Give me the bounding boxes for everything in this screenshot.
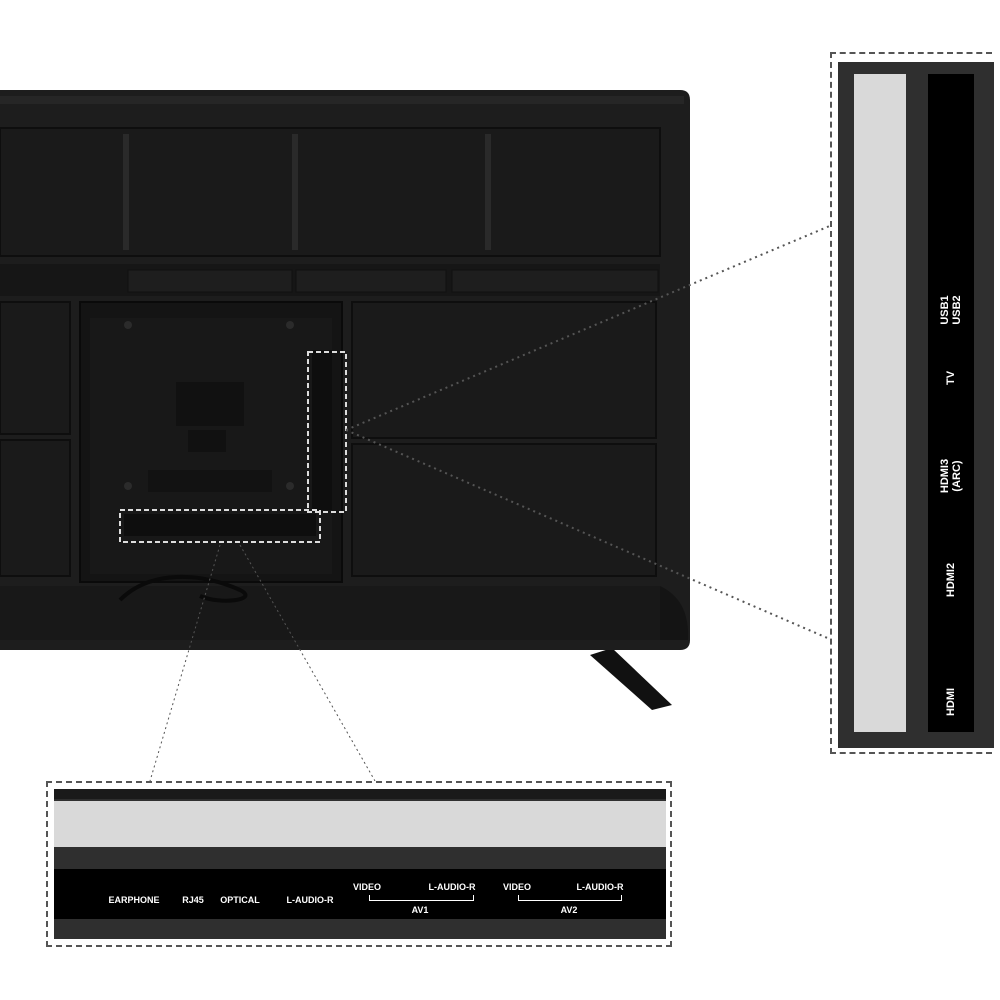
group-label-av2: AV2: [560, 905, 578, 915]
port-label-av1-audio: L-AUDIO-R: [428, 882, 476, 892]
port-label-hdmi2: HDMI2: [945, 562, 957, 598]
callout-box-bottom: [119, 509, 321, 543]
zoom-gray-band: [854, 74, 906, 732]
port-label-av1-video: VIDEO: [352, 882, 382, 892]
av2-bracket: [518, 895, 622, 901]
tv-stand: [590, 648, 672, 710]
side-port-strip: [928, 74, 974, 732]
port-label-av2-video: VIDEO: [502, 882, 532, 892]
port-label-hdmi: HDMI: [945, 687, 957, 717]
zoom-gray-band: [54, 801, 666, 847]
zoom-top-edge: [54, 789, 666, 799]
port-label-tv: TV: [945, 370, 957, 386]
callout-box-side: [307, 351, 347, 513]
bottom-ports-zoom-panel: EARPHONE RJ45 OPTICAL L-AUDIO-R VIDEO L-…: [46, 781, 672, 947]
port-label-audio: L-AUDIO-R: [286, 895, 334, 905]
av1-bracket: [369, 895, 474, 901]
port-label-earphone: EARPHONE: [108, 895, 160, 905]
port-label-rj45: RJ45: [182, 895, 204, 905]
power-cord: [118, 574, 248, 603]
port-label-optical: OPTICAL: [220, 895, 260, 905]
upper-panel: [0, 127, 661, 257]
port-label-av2-audio: L-AUDIO-R: [576, 882, 624, 892]
group-label-av1: AV1: [411, 905, 429, 915]
port-label-hdmi3: HDMI3(ARC): [939, 458, 963, 494]
bottom-port-strip: [54, 869, 666, 919]
